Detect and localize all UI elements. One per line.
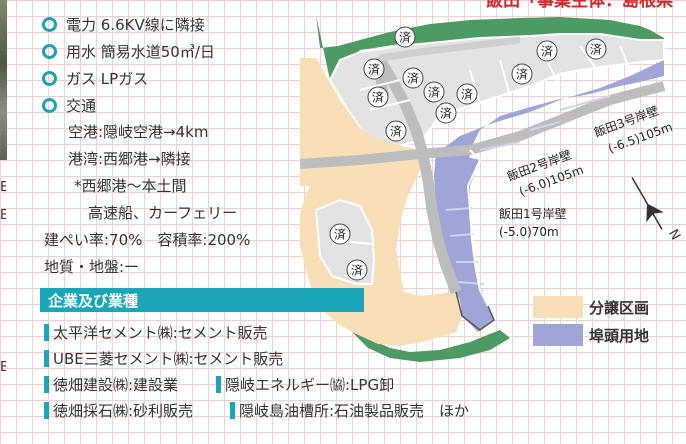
company-item: 隠岐島油槽所:石油製品販売 ほか — [230, 400, 469, 421]
plot-badge-label: 済 — [461, 87, 473, 102]
legend-sale-swatch — [533, 296, 583, 318]
road-top — [379, 36, 521, 62]
companies-heading: 企業及び業種 — [40, 288, 364, 312]
road-main — [375, 57, 462, 294]
company-item: 徳畑建設㈱:建設業 — [44, 374, 178, 395]
plot-badge: 済 — [585, 38, 607, 60]
plot-badge: 済 — [346, 259, 368, 281]
info-gas-text: ガス LPガス — [66, 70, 149, 88]
info-transport: 交通 — [42, 95, 96, 116]
plot-badge: 済 — [536, 40, 558, 62]
plot-badge: 済 — [394, 26, 416, 48]
company-marker — [44, 376, 49, 393]
legend-sale: 分譲区画 — [533, 296, 649, 318]
plot-badge-label: 済 — [407, 71, 419, 86]
legend-wharf-swatch — [533, 324, 583, 346]
plot-badge-label: 済 — [516, 67, 528, 82]
plot-badge-label: 済 — [390, 124, 402, 139]
cut-off-text: E — [0, 360, 6, 375]
company-marker — [216, 376, 221, 393]
north-label: N — [665, 227, 683, 243]
plot-badge-label: 済 — [428, 85, 440, 100]
info-gas: ガス LPガス — [42, 68, 148, 89]
info-airport: 空港:隠岐空港→4km — [68, 123, 209, 141]
company-text: 太平洋セメント㈱:セメント販売 — [53, 324, 268, 342]
plot-badge-label: 済 — [440, 106, 452, 121]
company-marker — [44, 324, 49, 341]
company-text: 隠岐エネルギー㈿:LPG卸 — [225, 376, 395, 394]
plot-badge: 済 — [402, 67, 424, 89]
plot-badge: 済 — [329, 223, 351, 245]
bullet-ring-icon — [42, 44, 57, 59]
company-text: 徳畑建設㈱:建設業 — [53, 376, 179, 394]
legend-sale-label: 分譲区画 — [589, 298, 650, 317]
plot-badge: 済 — [456, 83, 478, 105]
plot-badge: 済 — [363, 58, 385, 80]
berth1-name: 飯田1号岸壁 — [499, 206, 567, 221]
legend-wharf-label: 埠頭用地 — [589, 326, 650, 345]
plot-badge: 済 — [435, 102, 457, 124]
header-title: 飯田「事業主体：島根県 — [486, 0, 673, 11]
legend-wharf: 埠頭用地 — [533, 324, 649, 346]
company-marker — [44, 350, 49, 367]
wharf-lines — [445, 95, 611, 285]
plot-badge-label: 済 — [351, 263, 363, 278]
company-item: UBE三菱セメント㈱:セメント販売 — [44, 348, 283, 369]
info-note1: *西郷港～本土間 — [74, 177, 187, 195]
quay-line — [455, 291, 495, 331]
company-item: 隠岐エネルギー㈿:LPG卸 — [216, 374, 394, 395]
company-text: UBE三菱セメント㈱:セメント販売 — [53, 350, 284, 368]
berth1-depth: (-5.0)70m — [499, 225, 559, 239]
plot-badge: 済 — [385, 120, 407, 142]
info-power: 電力 6.6KV線に隣接 — [42, 14, 205, 35]
bullet-ring-icon — [42, 17, 57, 32]
plot-badge-label: 済 — [334, 227, 346, 242]
plot-badges: 済 済 済 済 済 済 済 済 済 済 済 済 済 — [329, 26, 607, 281]
company-marker — [230, 402, 235, 419]
cut-off-text: E — [0, 208, 6, 223]
coast-line — [466, 149, 489, 307]
company-item: 太平洋セメント㈱:セメント販売 — [44, 322, 267, 343]
plot-badge-label: 済 — [372, 90, 384, 105]
company-item: 徳畑採石㈱:砂利販売 — [44, 400, 193, 421]
plot-badge-label: 済 — [368, 62, 380, 77]
info-note2: 高速船、カーフェリー — [88, 204, 238, 222]
info-port: 港湾:西郷港→隣接 — [68, 150, 191, 168]
plot-badge-label: 済 — [399, 30, 411, 45]
plot-badge: 済 — [367, 86, 389, 108]
wharf-area-lower — [434, 150, 488, 318]
company-text: 隠岐島油槽所:石油製品販売 ほか — [239, 402, 470, 420]
company-marker — [44, 402, 49, 419]
plot-badge: 済 — [423, 81, 445, 103]
info-ground: 地質・地盤:ー — [44, 258, 140, 276]
left-photo-edge — [0, 0, 7, 160]
cut-off-text: E — [0, 180, 6, 195]
info-coverage: 建ぺい率:70% 容積率:200% — [44, 231, 251, 249]
info-water-text: 用水 簡易水道50㎥/日 — [66, 43, 215, 61]
bullet-ring-icon — [42, 71, 57, 86]
road-cross — [299, 81, 666, 169]
bullet-ring-icon — [42, 98, 57, 113]
green-area-bottom — [350, 310, 510, 362]
info-power-text: 電力 6.6KV線に隣接 — [66, 16, 205, 34]
plot-badge-label: 済 — [590, 42, 602, 57]
info-transport-text: 交通 — [66, 97, 97, 115]
info-water: 用水 簡易水道50㎥/日 — [42, 41, 215, 62]
plot-badge-label: 済 — [541, 44, 553, 59]
company-text: 徳畑採石㈱:砂利販売 — [53, 402, 194, 420]
north-arrow-icon: N — [631, 176, 683, 243]
plot-badge: 済 — [511, 63, 533, 85]
